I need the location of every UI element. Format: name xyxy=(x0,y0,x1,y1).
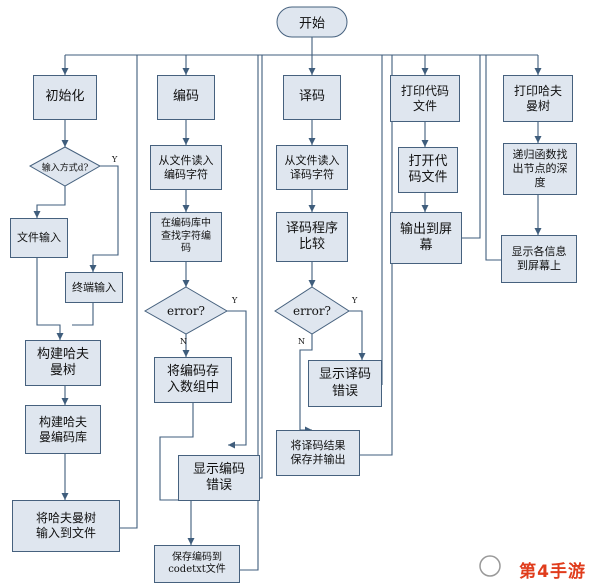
decode-error-yes-label: Y xyxy=(352,296,358,305)
show-info-box: 显示各信息 到屏幕上 xyxy=(501,235,577,283)
connector xyxy=(485,55,501,261)
connector xyxy=(89,165,119,272)
build-codebook-box: 构建哈夫 曼编码库 xyxy=(25,405,101,454)
connector xyxy=(33,186,66,218)
watermark-text: 第4手游 xyxy=(519,562,586,582)
decode-error-decision xyxy=(274,286,350,335)
print-code-file-box: 打印代码 文件 xyxy=(390,75,460,122)
recursive-depth-box: 递归函数找 出节点的深 度 xyxy=(503,143,577,195)
show-encode-error-box: 显示编码 错误 xyxy=(178,455,260,501)
connector xyxy=(240,55,259,571)
connector xyxy=(36,258,64,340)
connector xyxy=(72,303,94,326)
watermark-logo xyxy=(479,555,501,577)
lookup-code-box: 在编码库中 查找字符编 码 xyxy=(150,212,222,262)
decode-box: 译码 xyxy=(283,75,341,120)
read-decode-chars-box: 从文件读入 译码字符 xyxy=(276,145,348,190)
connector xyxy=(462,55,481,239)
encode-error-decision xyxy=(143,286,229,335)
watermark: 第4手游 xyxy=(516,557,586,582)
write-tree-box: 将哈夫曼树 输入到文件 xyxy=(12,500,120,552)
input-mode-decision xyxy=(28,146,102,187)
terminal-input-box: 终端输入 xyxy=(65,272,123,303)
connector xyxy=(227,310,247,449)
init-box: 初始化 xyxy=(33,75,97,120)
connector xyxy=(120,55,138,529)
connector xyxy=(349,310,366,360)
decode-compare-box: 译码程序 比较 xyxy=(276,212,348,262)
output-to-screen-box: 输出到屏 幕 xyxy=(390,212,462,264)
decode-error-label: error? xyxy=(293,304,331,318)
print-huffman-tree-box: 打印哈夫 曼树 xyxy=(503,75,573,122)
encode-box: 编码 xyxy=(157,75,215,120)
connector xyxy=(260,55,263,479)
save-decode-result-box: 将译码结果 保存并输出 xyxy=(276,430,360,476)
store-code-box: 将编码存 入数组中 xyxy=(154,357,232,403)
input-mode-yes-label: Y xyxy=(112,155,118,164)
file-input-box: 文件输入 xyxy=(10,218,68,258)
connector xyxy=(159,403,195,545)
build-tree-box: 构建哈夫 曼树 xyxy=(25,340,101,386)
read-code-chars-box: 从文件读入 编码字符 xyxy=(150,145,222,190)
save-codetxt-box: 保存编码到 codetxt文件 xyxy=(154,545,240,583)
decode-error-no-label: N xyxy=(298,337,305,346)
open-code-file-box: 打开代 码文件 xyxy=(398,147,458,193)
input-mode-label: 输入方式d? xyxy=(41,163,89,174)
start-terminator xyxy=(276,6,348,38)
start-label: 开始 xyxy=(298,16,326,32)
encode-error-yes-label: Y xyxy=(232,296,238,305)
connector xyxy=(360,55,393,456)
encode-error-no-label: N xyxy=(180,337,187,346)
show-decode-error-box: 显示译码 错误 xyxy=(308,360,382,407)
encode-error-label: error? xyxy=(167,304,205,318)
